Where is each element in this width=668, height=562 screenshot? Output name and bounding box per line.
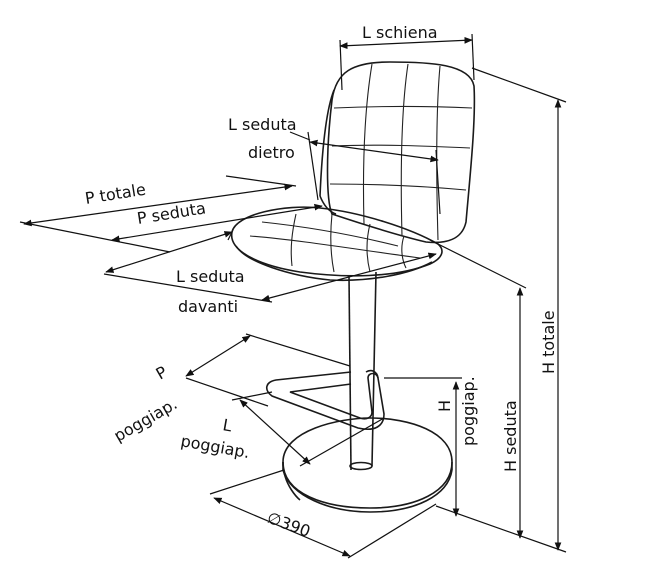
seat-cushion [231,206,443,282]
label-l-poggiap-line2: poggiap. [179,431,251,462]
footrest [266,369,385,430]
label-l-seduta-dietro-line1: L seduta [228,115,297,134]
label-p-poggiap-line2: poggiap. [111,394,181,445]
label-h-totale: H totale [539,310,558,374]
backrest [319,61,476,244]
label-base-diameter: ∅390 [265,508,313,541]
label-l-poggiap-line1: L [221,415,233,435]
label-l-schiena: L schiena [362,23,438,42]
label-h-seduta: H seduta [501,400,520,472]
label-p-seduta: P seduta [136,198,207,228]
label-h-poggiap-line2: poggiap. [459,376,478,446]
label-l-seduta-davanti-line1: L seduta [176,267,245,286]
label-p-poggiap-line1: P [153,362,171,383]
label-l-seduta-dietro-line2: dietro [248,143,295,162]
round-base [282,417,453,513]
label-h-poggiap-line1: H [435,400,454,412]
dimension-lines [19,33,567,559]
label-p-totale: P totale [84,180,147,208]
label-l-seduta-davanti-line2: davanti [178,297,238,316]
